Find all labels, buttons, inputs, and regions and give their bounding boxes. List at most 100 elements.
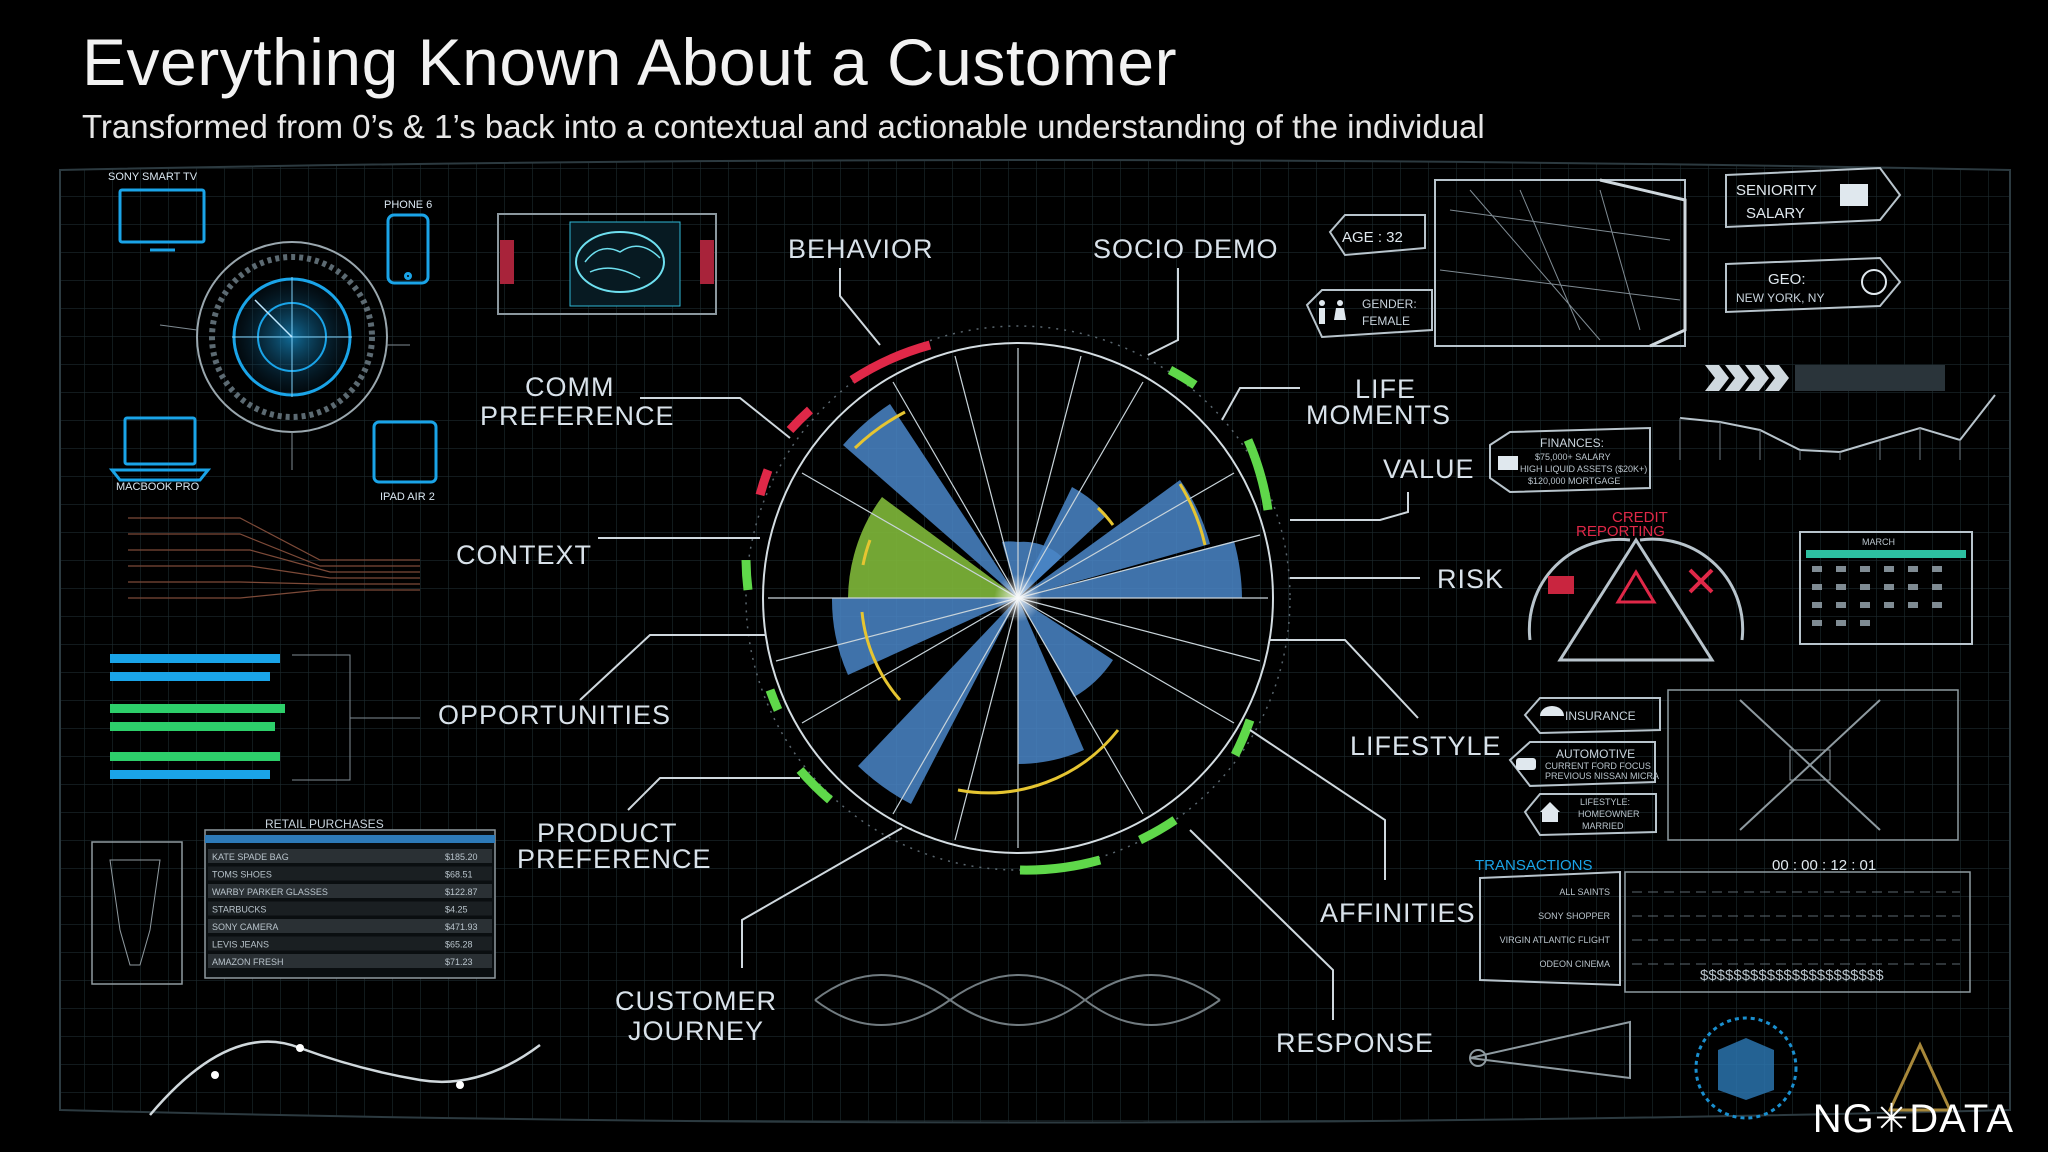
retail-row-bg: [208, 954, 492, 968]
transaction-item: ALL SAINTS: [1559, 887, 1610, 897]
retail-row: SONY CAMERA$471.93: [208, 919, 492, 933]
device-laptop-label: MACBOOK PRO: [116, 481, 200, 493]
finances-line-2: HIGH LIQUID ASSETS ($20K+): [1520, 464, 1647, 474]
transactions-dollars: $$$$$$$$$$$$$$$$$$$$$$: [1700, 967, 1884, 984]
phone-icon: [386, 213, 430, 285]
retail-row-bg: [208, 936, 492, 951]
label-response: RESPONSE: [1276, 1028, 1434, 1058]
wheel-outer-markers: [741, 340, 1273, 845]
wallet-icon: [1498, 456, 1518, 470]
house-icon: [1540, 802, 1560, 822]
label-opportunities: OPPORTUNITIES: [438, 700, 671, 730]
compass-widget: [1469, 1020, 1631, 1080]
age-badge: AGE : 32: [1328, 214, 1426, 257]
retail-item-price: $185.20: [445, 852, 478, 862]
close-icon: [1688, 568, 1714, 594]
label-value: VALUE: [1383, 454, 1475, 484]
retail-side-figure: [91, 841, 183, 985]
gender-label: GENDER:: [1362, 297, 1417, 311]
finances-badge: FINANCES: $75,000+ SALARY HIGH LIQUID AS…: [1489, 426, 1651, 494]
automotive-previous: PREVIOUS NISSAN MICRA: [1545, 771, 1659, 781]
page-title: Everything Known About a Customer: [82, 25, 1178, 99]
retail-item-name: TOMS SHOES: [212, 870, 272, 880]
chevron-strip: [1705, 365, 1945, 391]
insurance-badge: INSURANCE: [1523, 697, 1661, 735]
label-product-1: PRODUCT: [537, 818, 678, 848]
retail-row: WARBY PARKER GLASSES $122.87: [208, 884, 492, 898]
curve-sparkline: [149, 1040, 541, 1116]
label-lifestyle: LIFESTYLE: [1350, 731, 1502, 761]
globe-icon: [1861, 269, 1887, 295]
gender-value: FEMALE: [1362, 314, 1410, 328]
map-panel: [1434, 178, 1687, 348]
credit-reporting-panel: CREDIT REPORTING: [1527, 509, 1745, 662]
retail-item-price: $68.51: [445, 870, 473, 880]
retail-title: RETAIL PURCHASES: [265, 817, 384, 831]
shield-emblem: [1694, 1016, 1798, 1120]
retail-row: STARBUCKS$4.25: [208, 901, 492, 916]
wheel-labels: BEHAVIOR SOCIO DEMO COMM PREFERENCE LIFE…: [438, 234, 1503, 1058]
retail-row: KATE SPADE BAG $185.20: [208, 849, 492, 863]
warning-icon: [1615, 569, 1657, 604]
transactions-timer: 00 : 00 : 12 : 01: [1772, 857, 1876, 874]
mail-icon: [1548, 576, 1574, 594]
seniority-label: SENIORITY: [1736, 182, 1817, 199]
device-tablet-label: IPAD AIR 2: [380, 491, 435, 503]
device-tv-label: SONY SMART TV: [108, 171, 198, 183]
automotive-badge: AUTOMOTIVE CURRENT FORD FOCUS PREVIOUS N…: [1508, 741, 1659, 788]
tv-icon: [118, 188, 206, 252]
credit-label-1: CREDIT: [1612, 509, 1668, 526]
label-life-2: MOMENTS: [1306, 400, 1451, 430]
calendar-month: MARCH: [1862, 537, 1895, 547]
customer-wheel: [741, 325, 1291, 875]
umbrella-icon: [1540, 706, 1564, 716]
retail-item-name: KATE SPADE BAG: [212, 852, 289, 862]
geo-badge: GEO: NEW YORK, NY: [1725, 256, 1902, 314]
briefcase-icon: [1840, 184, 1868, 206]
retail-row-bg: [208, 919, 492, 933]
credit-label-2: REPORTING: [1576, 523, 1665, 540]
label-journey-2: JOURNEY: [628, 1016, 764, 1046]
label-comm-2: PREFERENCE: [480, 401, 675, 431]
retail-row-bg: [208, 901, 492, 916]
retail-item-price: $65.28: [445, 940, 473, 950]
lifestyle-badge: LIFESTYLE: HOMEOWNER MARRIED: [1523, 793, 1657, 837]
finances-line-1: $75,000+ SALARY: [1535, 452, 1611, 462]
automotive-title: AUTOMOTIVE: [1556, 747, 1635, 761]
brain-scan-panel: [497, 213, 717, 315]
dna-helix: [814, 974, 1221, 1026]
device-phone-label: PHONE 6: [384, 199, 432, 211]
retail-item-name: STARBUCKS: [212, 905, 266, 915]
retail-item-name: SONY CAMERA: [212, 922, 278, 932]
line-graph: [1679, 394, 1996, 460]
car-icon: [1516, 758, 1536, 770]
label-affinities: AFFINITIES: [1320, 898, 1476, 928]
finances-line-3: $120,000 MORTGAGE: [1528, 476, 1620, 486]
geo-value: NEW YORK, NY: [1736, 291, 1824, 305]
age-value: AGE : 32: [1342, 229, 1403, 246]
transaction-item: SONY SHOPPER: [1538, 911, 1610, 921]
device-hub: [159, 241, 410, 470]
network-graph: [128, 517, 420, 599]
wheel-leader-lines: [579, 268, 1420, 1020]
retail-item-price: $122.87: [445, 887, 478, 897]
transaction-item: ODEON CINEMA: [1539, 959, 1610, 969]
calendar-panel: MARCH: [1799, 531, 1973, 645]
retail-item-name: WARBY PARKER GLASSES: [212, 887, 328, 897]
retail-row: TOMS SHOES $68.51: [208, 866, 492, 881]
label-behavior: BEHAVIOR: [788, 234, 934, 264]
tablet-icon: [372, 420, 438, 484]
retail-row: AMAZON FRESH$71.23: [208, 954, 492, 968]
retail-row-bg: [208, 849, 492, 863]
gender-badge: GENDER: FEMALE: [1305, 289, 1433, 339]
page-subtitle: Transformed from 0’s & 1’s back into a c…: [82, 108, 1485, 145]
pyramid-emblem: [1887, 1041, 1953, 1112]
geo-label: GEO:: [1768, 271, 1806, 288]
progress-bars: [110, 654, 420, 781]
automotive-current: CURRENT FORD FOCUS: [1545, 761, 1651, 771]
lifestyle-married: MARRIED: [1582, 821, 1624, 831]
label-context: CONTEXT: [456, 540, 592, 570]
retail-item-price: $71.23: [445, 957, 473, 967]
label-product-2: PREFERENCE: [517, 844, 712, 874]
